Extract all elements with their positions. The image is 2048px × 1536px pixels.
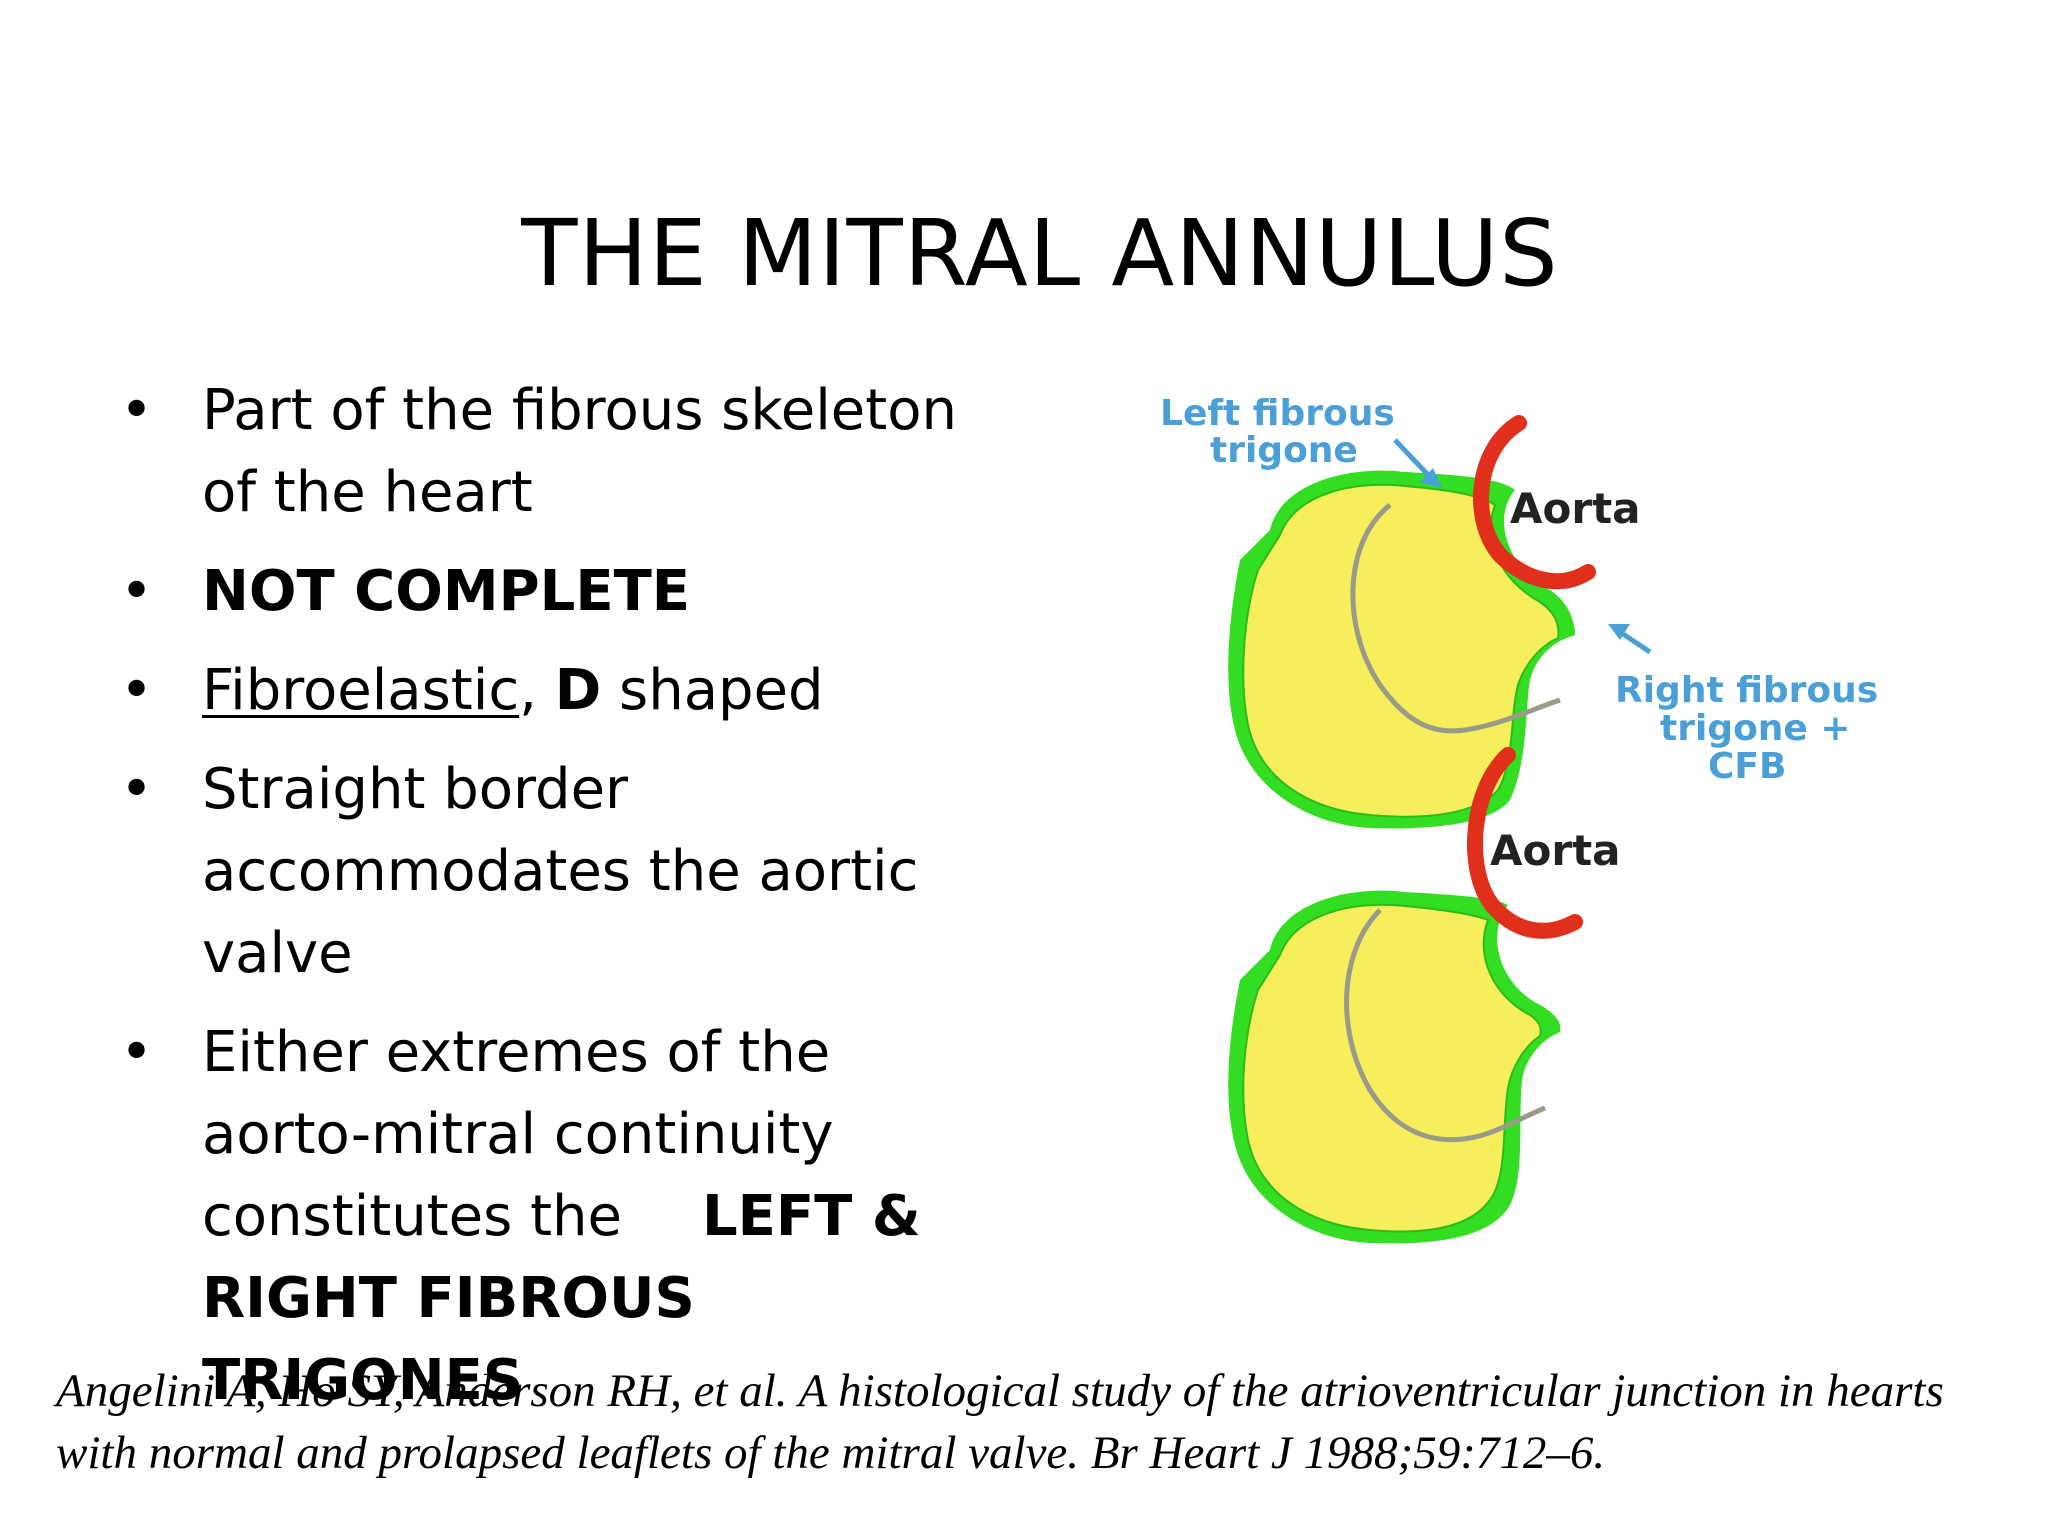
bullet-dot: •	[120, 559, 154, 624]
leaflet-coaptation-line	[1350, 503, 1561, 734]
right-trigone-label: Right fibrous	[1615, 670, 1878, 711]
bullet-dot: •	[120, 378, 154, 443]
right-trigone-arrowhead	[1608, 624, 1630, 640]
left-trigone-arrow	[1393, 438, 1435, 482]
aorta-arc	[1473, 415, 1596, 590]
annulus-body	[1242, 483, 1560, 818]
bullet-dot: •	[120, 1020, 154, 1085]
bullet-bold-text: LEFT & RIGHT FIBROUS TRIGONES	[202, 1184, 921, 1413]
left-trigone-label: trigone	[1210, 430, 1358, 471]
citation: Angelini A, Ho SY, Anderson RH, et al. A…	[56, 1365, 1944, 1479]
bullet-text: Straight border accommodates the aortic …	[202, 757, 919, 986]
bullet-item: • Straight border accommodates the aorti…	[120, 749, 990, 995]
bullet-dot: •	[120, 658, 154, 723]
bullet-item: • Part of the fibrous skeleton of the he…	[120, 370, 990, 534]
bullet-text: shaped	[619, 658, 824, 723]
annulus-diagrams: Aorta Left fibrous trigone Right fibrous…	[1160, 393, 1930, 1244]
aorta-label: Aorta	[1490, 826, 1621, 875]
bullet-item: • Fibroelastic, D shaped	[120, 650, 990, 732]
bottom-annulus-diagram: Aorta	[1228, 747, 1621, 1244]
right-trigone-label: trigone +	[1660, 708, 1851, 749]
bullet-text: NOT COMPLETE	[202, 559, 691, 624]
bullet-underlined-text: Fibroelastic	[202, 658, 520, 723]
bullet-text: Part of the fibrous skeleton of the hear…	[202, 378, 957, 525]
left-trigone-label: Left fibrous	[1160, 393, 1395, 434]
bullet-item: • Either extremes of the aorto-mitral co…	[120, 1012, 990, 1422]
bullet-item: • NOT COMPLETE	[120, 551, 990, 633]
left-trigone-arrowhead	[1420, 468, 1442, 488]
aorta-arc	[1467, 747, 1583, 939]
leaflet-coaptation-line	[1344, 908, 1546, 1143]
bullet-text: Either extremes of the aorto-mitral cont…	[202, 1020, 834, 1249]
mitral-annulus-figure: Aorta Left fibrous trigone Right fibrous…	[1130, 380, 2030, 1280]
top-annulus-diagram: Aorta Left fibrous trigone Right fibrous…	[1160, 393, 1878, 829]
bullet-list: • Part of the fibrous skeleton of the he…	[120, 370, 990, 1439]
slide-title: THE MITRAL ANNULUS	[521, 200, 1559, 307]
bullet-dot: •	[120, 757, 154, 822]
right-trigone-label: CFB	[1708, 746, 1786, 787]
bullet-comma: ,	[519, 658, 537, 723]
right-trigone-arrow	[1618, 629, 1652, 655]
aorta-label: Aorta	[1510, 484, 1641, 533]
annulus-body	[1242, 903, 1542, 1233]
bullet-bold-text: D	[554, 658, 602, 723]
